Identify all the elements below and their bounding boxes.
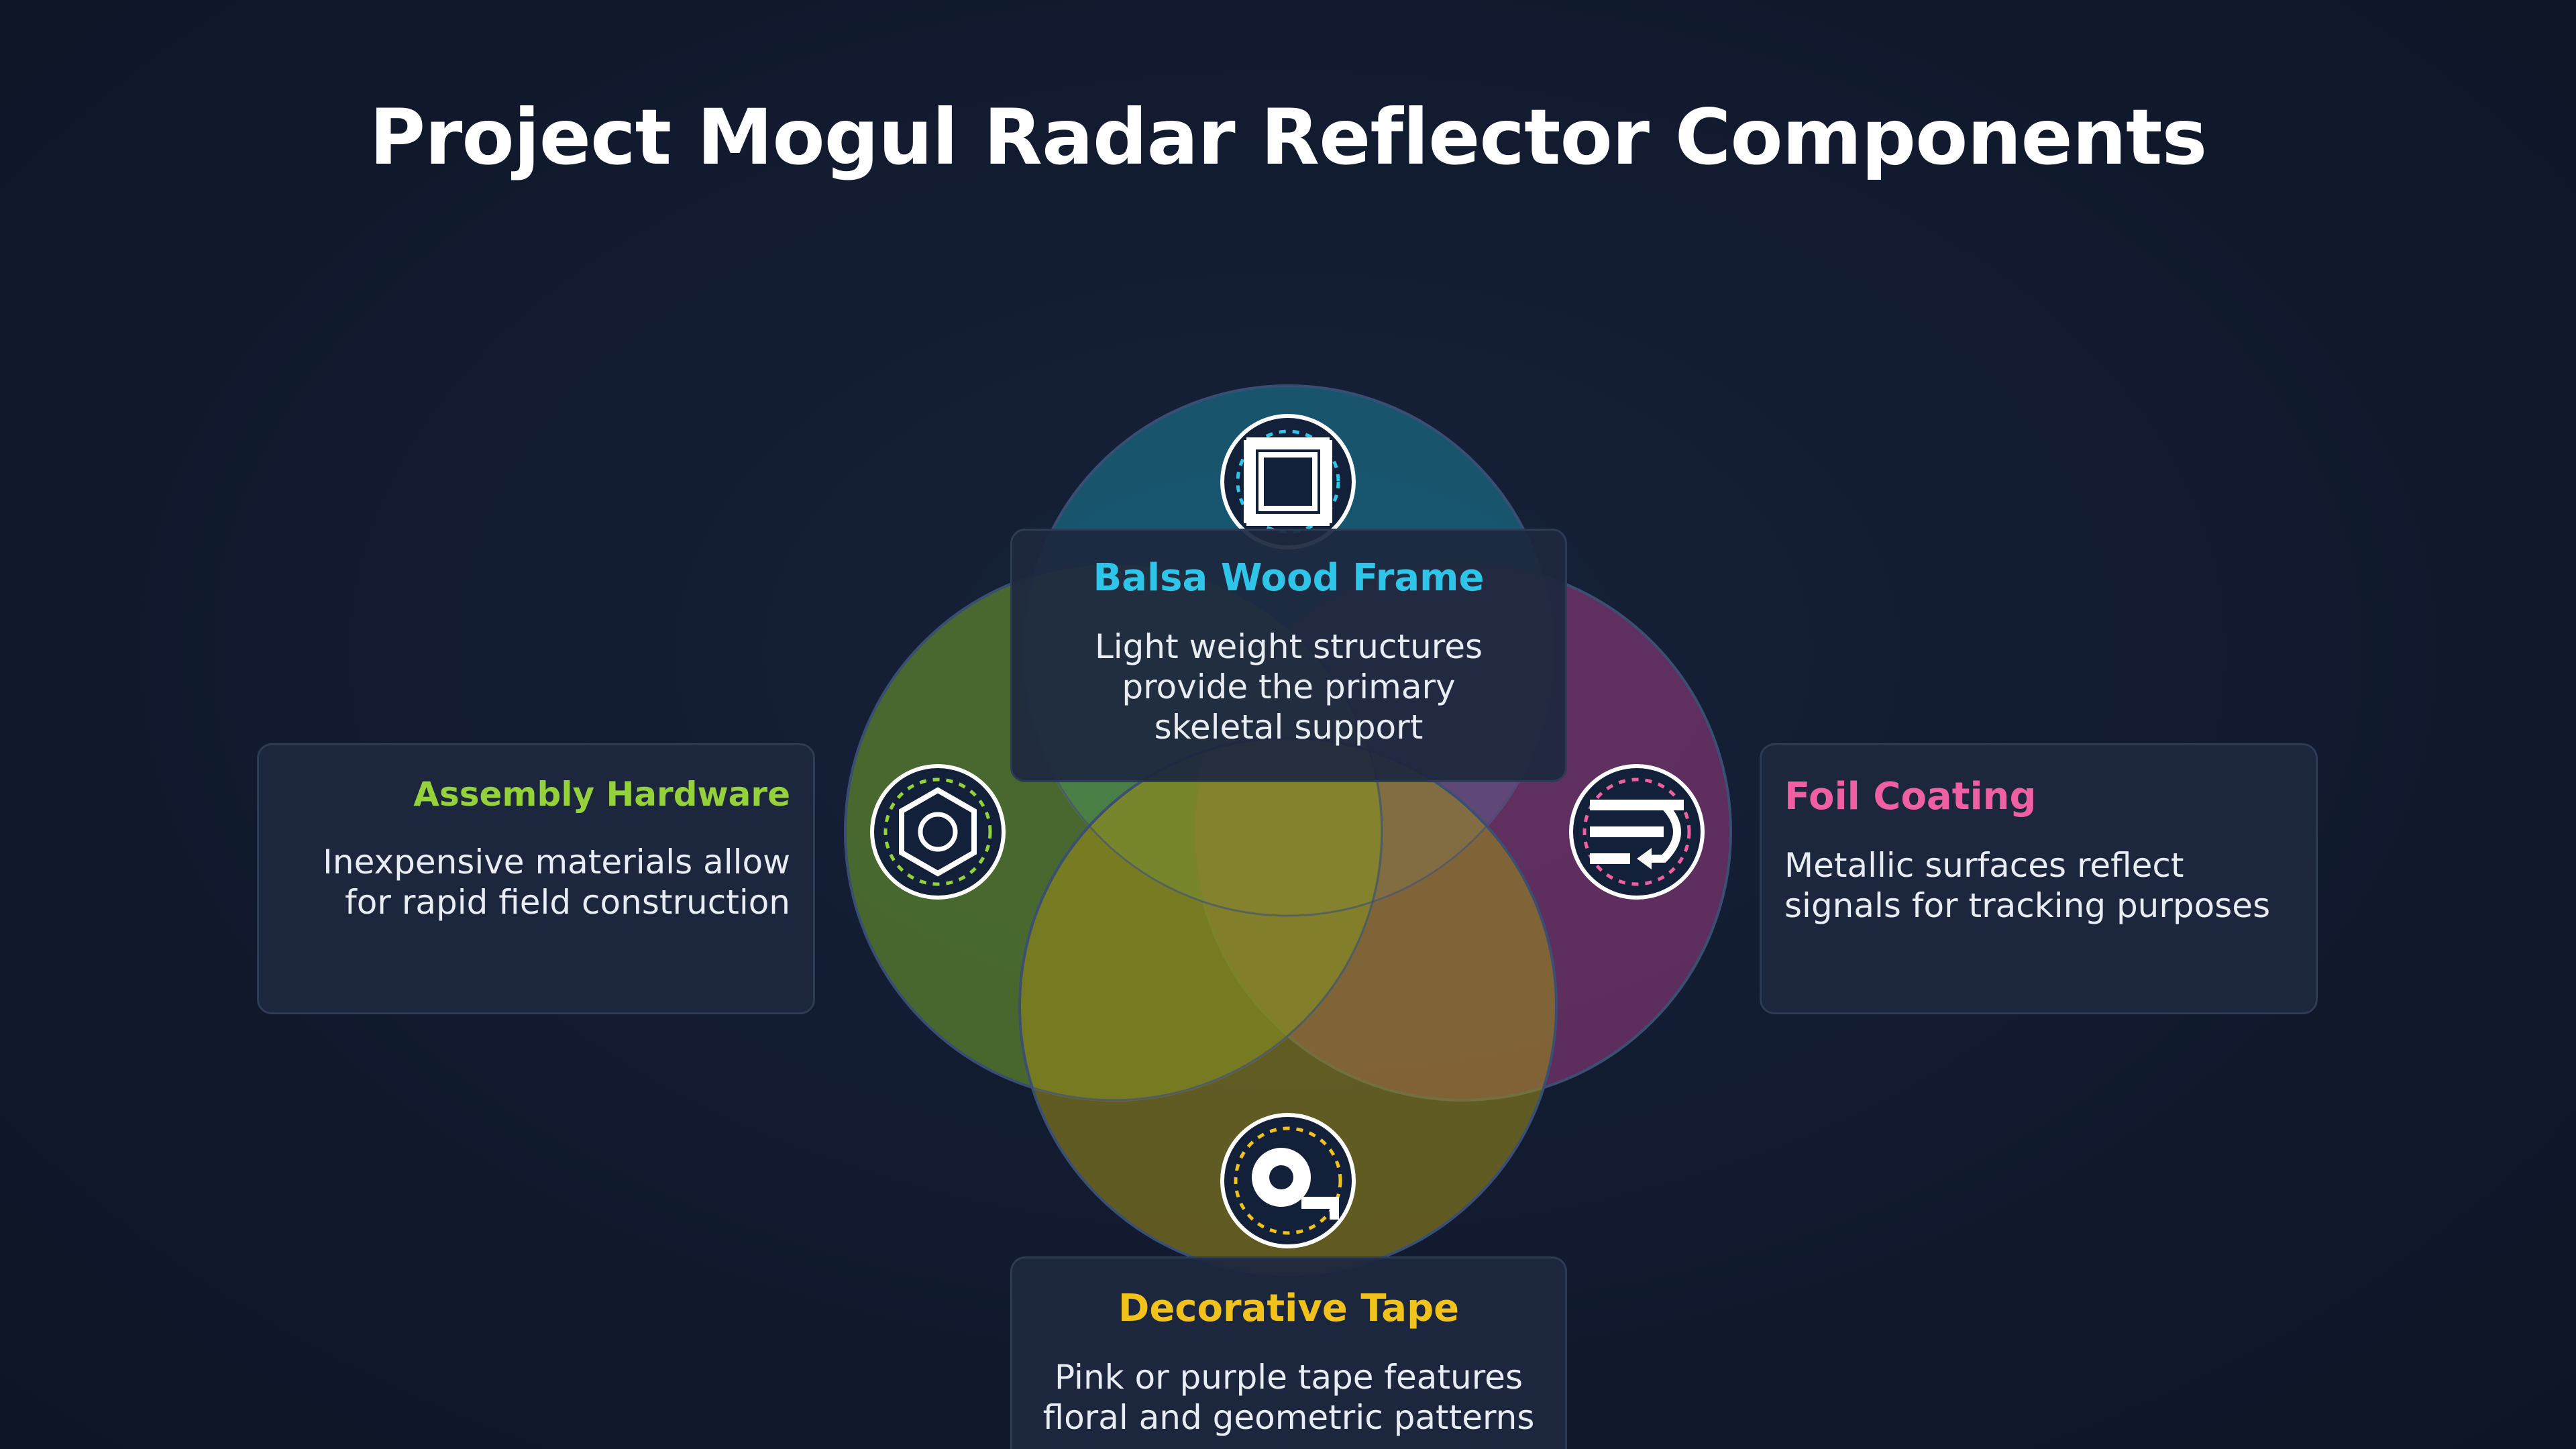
tape-roll-icon [1220, 1113, 1356, 1248]
frame-icon [1220, 414, 1356, 549]
foil-card-title: Foil Coating [1784, 775, 2037, 818]
hex-nut-icon [870, 764, 1006, 900]
hardware-card-title: Assembly Hardware [413, 775, 790, 814]
tape-card-description: Pink or purple tape features floral and … [1042, 1358, 1535, 1437]
frame-card-title: Balsa Wood Frame [1093, 556, 1485, 600]
frame-card: Balsa Wood Frame Light weight structures… [1010, 529, 1567, 782]
hardware-card: Assembly Hardware Inexpensive materials … [257, 743, 815, 1014]
frame-card-description: Light weight structures provide the prim… [1094, 627, 1483, 747]
tape-card: Decorative Tape Pink or purple tape feat… [1010, 1256, 1567, 1449]
foil-card: Foil Coating Metallic surfaces reflect s… [1760, 743, 2318, 1014]
foil-card-description: Metallic surfaces reflect signals for tr… [1784, 846, 2271, 925]
page-title: Project Mogul Radar Reflector Components [369, 93, 2208, 182]
foil-wrap-icon [1569, 764, 1705, 900]
tape-card-title: Decorative Tape [1118, 1287, 1460, 1330]
hardware-card-description: Inexpensive materials allow for rapid fi… [323, 843, 790, 922]
